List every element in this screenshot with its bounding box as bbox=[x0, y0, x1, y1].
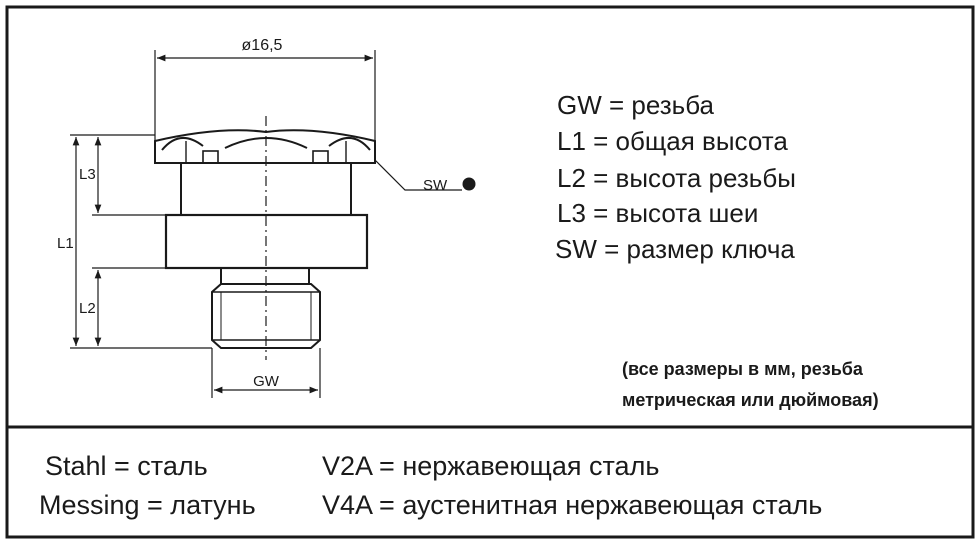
grease-nipple-drawing bbox=[154, 116, 376, 360]
collar bbox=[220, 267, 310, 285]
note-line-1: (все размеры в мм, резьба bbox=[622, 359, 864, 379]
head-slot-left bbox=[202, 150, 219, 164]
head-lobe-left bbox=[161, 137, 204, 151]
l3-label: L3 bbox=[79, 166, 96, 183]
legend-l2: L2 = высота резьбы bbox=[557, 163, 796, 193]
materials: Stahl = сталь Messing = латунь V2A = нер… bbox=[39, 451, 822, 520]
sw-dot-icon bbox=[462, 177, 476, 191]
legend: GW = резьба L1 = общая высота L2 = высот… bbox=[555, 90, 796, 264]
l1-label: L1 bbox=[57, 235, 74, 252]
legend-gw: GW = резьба bbox=[557, 90, 715, 120]
gw-label: GW bbox=[253, 373, 280, 390]
legend-sw: SW = размер ключа bbox=[555, 234, 795, 264]
diameter-label: ø16,5 bbox=[242, 37, 283, 54]
sw-leader-line bbox=[374, 159, 462, 191]
head-lobe-center bbox=[224, 137, 308, 149]
thread-outline bbox=[211, 283, 321, 349]
head-slot-right bbox=[312, 150, 329, 164]
head-lobe-right bbox=[328, 137, 371, 151]
note-line-2: метрическая или дюймовая) bbox=[622, 390, 879, 410]
sw-label: SW bbox=[423, 177, 448, 194]
dimension-lines bbox=[70, 50, 462, 398]
material-v2a: V2A = нержавеющая сталь bbox=[322, 451, 659, 481]
legend-l3: L3 = высота шеи bbox=[557, 198, 758, 228]
legend-l1: L1 = общая высота bbox=[557, 126, 788, 156]
outer-border bbox=[5, 5, 975, 539]
l2-label: L2 bbox=[79, 300, 96, 317]
material-v4a: V4A = аустенитная нержавеющая сталь bbox=[322, 490, 822, 520]
material-messing: Messing = латунь bbox=[39, 490, 256, 520]
material-stahl: Stahl = сталь bbox=[45, 451, 208, 481]
head-outline bbox=[154, 129, 376, 164]
